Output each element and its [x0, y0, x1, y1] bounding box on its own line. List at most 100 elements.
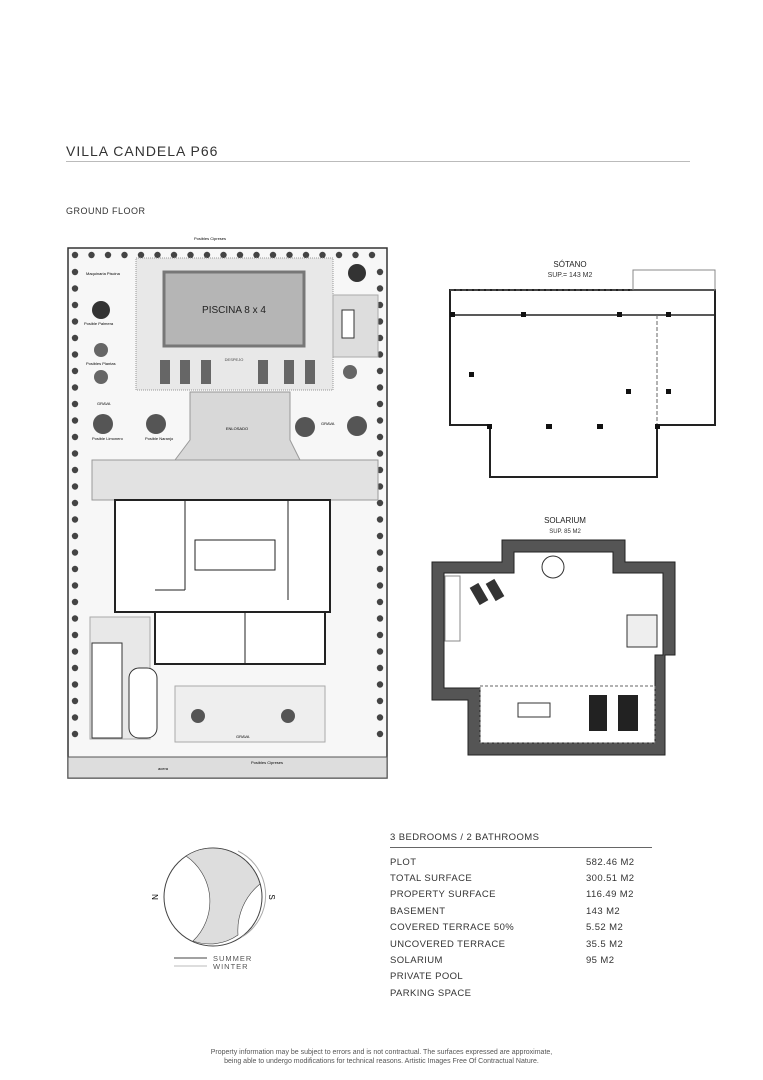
cypress-tree [220, 251, 227, 259]
cypress-tree [376, 664, 384, 672]
plants-label: Posibles Plantas [86, 361, 116, 366]
spec-row: UNCOVERED TERRACE 35.5 M2 [390, 936, 652, 952]
cypress-tree [376, 532, 384, 540]
cypress-tree [352, 251, 359, 259]
cypress-tree [376, 681, 384, 688]
cypress-tree [269, 251, 277, 259]
cypress-tree [71, 400, 79, 408]
solarium-plan: SOLARIUM SUP. 85 M2 [431, 516, 676, 756]
spec-label: PROPERTY SURFACE [390, 889, 496, 901]
cypress-tree [71, 499, 79, 507]
cypress-tree [376, 400, 384, 408]
cypress-tree [71, 730, 79, 738]
spec-row: SOLARIUM 95 M2 [390, 952, 652, 968]
cypress-tree [104, 251, 112, 259]
cypress-tree [71, 532, 79, 540]
cypress-tree [170, 251, 178, 259]
cypress-tree [71, 384, 79, 391]
cypress-tree [71, 582, 79, 589]
cypress-tree [71, 648, 79, 655]
house-walls [114, 499, 331, 665]
spec-value: 116.49 M2 [586, 889, 634, 901]
pool [162, 270, 306, 348]
gravel-label: GRAVA [97, 401, 111, 406]
spec-row: PRIVATE POOL [390, 969, 652, 985]
solarium-surface: SUP. 85 M2 [549, 529, 581, 535]
disclaimer-line-1: Property information may be subject to e… [210, 1049, 553, 1056]
cypress-tree [71, 318, 79, 325]
cypress-tree [376, 615, 384, 622]
legend-summer: SUMMER [213, 954, 252, 963]
legend-winter: WINTER [213, 962, 249, 971]
cypress-tree [71, 664, 79, 672]
cypress-tree [376, 384, 384, 391]
page-title: VILLA CANDELA P66 [66, 143, 219, 159]
cypress-tree [71, 268, 79, 276]
spec-value: 95 M2 [586, 955, 615, 967]
deck-label: DESPEJO [225, 357, 244, 362]
cypress-tree [71, 549, 79, 556]
cypress-tree [71, 367, 79, 375]
cypress-tree [71, 516, 79, 523]
basement-surface: SUP.= 143 M2 [548, 272, 593, 279]
paving-label: ENLOSADO [226, 426, 248, 431]
cypress-tree [71, 351, 79, 358]
solarium-title: SOLARIUM [544, 516, 586, 525]
spec-label: COVERED TERRACE 50% [390, 922, 515, 934]
cypress-tree [71, 433, 79, 441]
palm-label: Posible Palmera [84, 321, 114, 326]
cypress-tree [71, 301, 79, 309]
cypress-tree [376, 285, 384, 292]
disclaimer-line-2: being able to undergo modifications for … [224, 1058, 539, 1065]
spec-label: BASEMENT [390, 905, 446, 917]
ground-floor-label: GROUND FLOOR [66, 206, 146, 216]
cypress-tree [376, 582, 384, 589]
cypress-tree [368, 251, 376, 259]
cypress-tree [376, 631, 384, 639]
cypress-tree [71, 565, 79, 573]
cypress-tree [88, 251, 95, 259]
ground-floor-plan: PISCINA 8 x 4 DESPEJO ENLOSADO GRAVA GRA… [67, 236, 388, 779]
trees [92, 264, 367, 437]
cypress-tree [376, 433, 384, 441]
sun-path-chart: N S SUMMER WINTER [151, 847, 276, 971]
cypress-tree [71, 285, 79, 292]
cypress-tree [335, 251, 343, 259]
cypress-tree [154, 251, 161, 259]
cypress-tree [71, 697, 79, 705]
cypress-tree [71, 466, 79, 474]
disclaimer: Property information may be subject to e… [150, 1048, 613, 1066]
specs-heading: 3 BEDROOMS / 2 BATHROOMS [390, 832, 652, 848]
spec-value: 35.5 M2 [586, 938, 624, 950]
spec-value: 5.52 M2 [586, 922, 624, 934]
spec-value: 300.51 M2 [586, 873, 635, 885]
cypress-tree [319, 251, 326, 259]
cypress-tree [376, 565, 384, 573]
lemon-label: Posible Limonero [92, 436, 124, 441]
cypress-tree [187, 251, 194, 259]
cypress-hedge [71, 251, 384, 738]
cypress-tree [376, 367, 384, 375]
cypress-tree [376, 499, 384, 507]
cypress-tree [203, 251, 211, 259]
pool-machine-label: Maquinaria Piscina [86, 271, 121, 276]
spec-label: UNCOVERED TERRACE [390, 938, 506, 950]
cypress-tree [71, 598, 79, 606]
spec-label: PLOT [390, 856, 417, 868]
basement-plan: SÓTANO SUP.= 143 M2 [449, 260, 716, 478]
cypress-tree [121, 251, 128, 259]
gravel-label-2: GRAVA [321, 421, 335, 426]
spec-label: SOLARIUM [390, 955, 443, 967]
cypress-tree [376, 516, 384, 523]
spec-row: PARKING SPACE [390, 985, 652, 1001]
basement-title: SÓTANO [553, 260, 586, 269]
cypress-tree [376, 450, 384, 457]
cypress-tree [253, 251, 260, 259]
cypress-tree [71, 251, 79, 259]
cypress-tree [137, 251, 145, 259]
cypress-label: Posibles Cipreses [194, 236, 226, 241]
